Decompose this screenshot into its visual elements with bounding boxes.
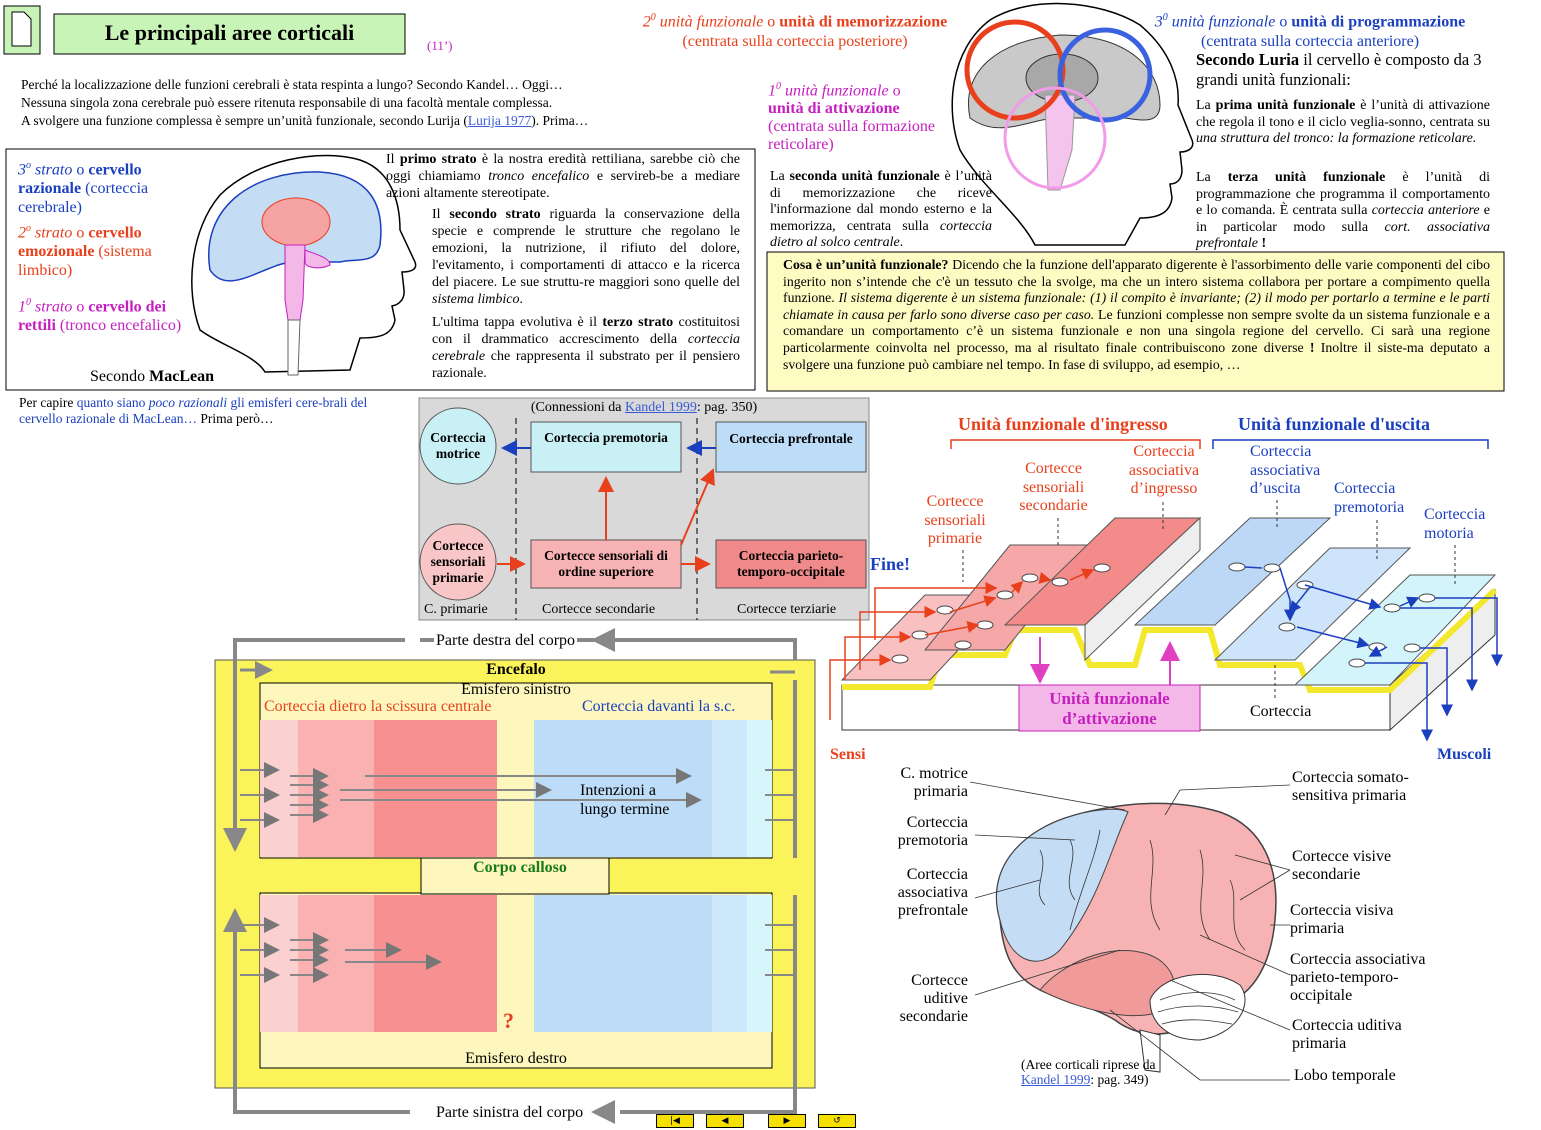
right-body-label: Parte destra del corpo (434, 632, 578, 650)
node-prefrontal: Corteccia prefrontale (729, 431, 853, 446)
kandel-connections-diagram (418, 397, 870, 621)
stratum-2-label: 2o strato o cervello emozionale (sistema… (18, 223, 152, 280)
kandel-link-2[interactable]: Kandel 1999 (1021, 1072, 1091, 1087)
unit-3-label: 30 unità funzionale o unità di programma… (1154, 12, 1466, 51)
node-pto: Corteccia parieto-temporo-occipitale (737, 548, 845, 579)
node-primary: Cortecce sensoriali primarie (430, 538, 486, 585)
brain-caption: (Aree corticali riprese da Kandel 1999: … (1021, 1057, 1156, 1087)
hemispheres-diagram (214, 628, 816, 1124)
luria-first-unit: La prima unità funzionale è l’unità di a… (1196, 98, 1491, 146)
label-somatosensory: Corteccia somato-sensitiva primaria (1292, 769, 1409, 804)
label-temporal-lobe: Lobo temporale (1294, 1067, 1396, 1084)
label-output-association: Corteccia associativa d’uscita (1250, 443, 1321, 497)
kandel-header: (Connessioni da Kandel 1999: pag. 350) (530, 400, 758, 415)
luria-intro: Secondo Luria il cervello è composto da … (1196, 50, 1482, 89)
maclean-caption: Secondo MacLean (90, 368, 214, 385)
yellow-note-box (766, 251, 1505, 392)
col-secondary: Cortecce secondarie (542, 602, 656, 617)
node-motor: Corteccia motrice (430, 430, 486, 461)
maclean-p3: L'ultima tappa evolutiva è il terzo stra… (432, 315, 740, 381)
intentions-label: Intenzioni a lungo termine (580, 782, 670, 818)
label-primary-motor: C. motrice primaria (900, 765, 968, 800)
stratum-1-label: 10 strato o cervello dei rettili (tronco… (18, 297, 182, 335)
muscles-label: Muscoli (1437, 746, 1492, 763)
nav-next-button[interactable]: ▶ (768, 1114, 806, 1128)
left-body-label: Parte sinistra del corpo (434, 1104, 586, 1122)
label-premotor-cortex: Corteccia premotoria (897, 814, 968, 849)
intro-text: Perché la localizzazione delle funzioni … (21, 77, 589, 128)
luria-head-illustration (951, 2, 1194, 246)
functional-units-diagram (829, 439, 1503, 742)
maclean-box (5, 148, 756, 391)
label-secondary-visual: Cortecce visive secondarie (1292, 848, 1392, 883)
stratum-3-label: 3o strato o cervello razionale (cortecci… (18, 160, 149, 217)
duration: (11’) (427, 38, 453, 53)
input-unit-title: Unità funzionale d'ingresso (958, 414, 1168, 434)
label-secondary-sensory: Cortecce sensoriali secondarie (1019, 460, 1088, 514)
encephalon-label: Encefalo (486, 661, 546, 678)
programming-circle (1057, 27, 1153, 123)
label-primary-sensory: Cortecce sensoriali primarie (924, 493, 986, 547)
left-hemisphere-label: Emisfero sinistro (461, 681, 571, 698)
label-primary-visual: Corteccia visiva primaria (1290, 902, 1394, 937)
anterior-cortex-label: Corteccia davanti la s.c. (582, 698, 736, 715)
nav-prev-button[interactable]: ◀ (706, 1114, 744, 1128)
senses-label: Sensi (830, 746, 866, 763)
rational-question: Per capire quanto siano poco razionali g… (19, 395, 368, 426)
activation-circle (1003, 86, 1107, 190)
nav-first-button[interactable]: |◀ (656, 1114, 694, 1128)
label-prefrontal-assoc: Corteccia associativa prefrontale (897, 866, 968, 919)
unit-2-label: 20 unità funzionale o unità di memorizza… (642, 12, 948, 51)
label-premotor: Corteccia premotoria (1334, 480, 1405, 516)
page-title: Le principali aree corticali (104, 20, 355, 45)
right-hemisphere-label: Emisfero destro (465, 1050, 567, 1067)
corpus-callosum-label: Corpo calloso (473, 859, 567, 876)
maclean-p1: Il primo strato è la nostra eredità rett… (386, 152, 740, 201)
title-box (53, 13, 406, 55)
cortex-label: Corteccia (1250, 703, 1312, 720)
activation-unit-label: Unità funzionale d’attivazione (1049, 689, 1170, 728)
output-unit-title: Unità funzionale d'uscita (1238, 414, 1431, 434)
col-primary: C. primarie (424, 602, 488, 617)
page-icon (3, 5, 41, 55)
node-higher-order: Cortecce sensoriali di ordine superiore (544, 548, 668, 579)
maclean-p2: Il secondo strato riguarda la conservazi… (432, 207, 740, 307)
lateral-brain-illustration (969, 781, 1291, 1081)
fine-label: Fine! (870, 554, 910, 574)
luria-second-unit: La seconda unità funzionale è l’unità di… (770, 169, 992, 250)
memorization-circle (964, 19, 1066, 121)
label-motor: Corteccia motoria (1424, 506, 1486, 542)
col-tertiary: Cortecce terziarie (737, 602, 837, 617)
kandel-link[interactable]: Kandel 1999 (624, 400, 697, 415)
node-premotor: Corteccia premotoria (544, 430, 668, 445)
label-input-association: Corteccia associativa d’ingresso (1128, 443, 1200, 497)
unit-1-label: 10 unità funzionale o unità di attivazio… (768, 81, 936, 154)
nav-return-button[interactable]: ↺ (818, 1114, 856, 1128)
maclean-head-illustration (191, 154, 417, 376)
question-mark: ? (503, 1008, 514, 1033)
posterior-cortex-label: Corteccia dietro la scissura centrale (264, 698, 492, 715)
functional-unit-note: Cosa è un’unità funzionale? Dicendo che … (783, 257, 1491, 372)
label-primary-auditory: Corteccia uditiva primaria (1292, 1017, 1402, 1052)
label-pto-assoc: Corteccia associativa parieto-temporo-oc… (1290, 951, 1426, 1004)
lurija-link[interactable]: Lurija 1977 (467, 113, 532, 128)
luria-third-unit: La terza unità funzionale è l’unità di p… (1196, 170, 1491, 251)
label-secondary-auditory: Cortecce uditive secondarie (899, 972, 968, 1025)
